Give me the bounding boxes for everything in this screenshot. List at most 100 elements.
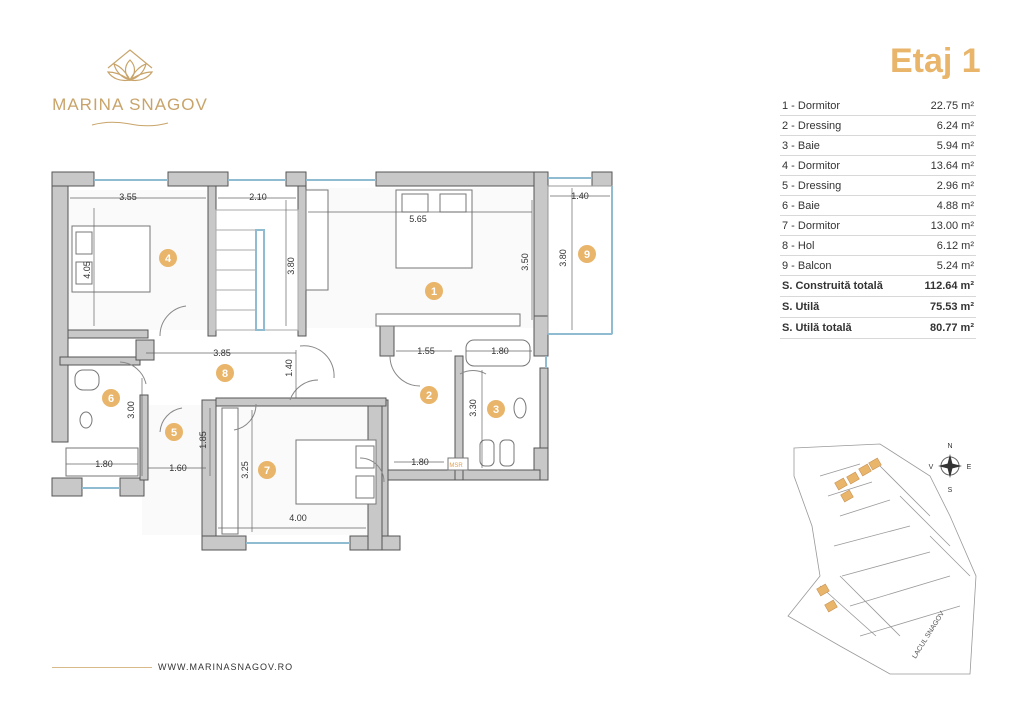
legend-room-area: 4.88 m² [936, 200, 974, 212]
room-marker-3: 3 [487, 400, 505, 418]
room-marker-circle [425, 282, 443, 300]
room-marker-1: 1 [425, 282, 443, 300]
lotus-logo-icon [106, 49, 154, 82]
room-marker-label: 7 [264, 465, 270, 477]
dim-3-80-balcony: 3.80 [558, 249, 568, 267]
legend-row: 3 - Baie 5.94 m² [780, 136, 976, 156]
legend-room-area: 22.75 m² [930, 100, 974, 112]
legend-room-area: 13.64 m² [930, 160, 974, 172]
room-marker-circle [159, 249, 177, 267]
legend-row: 9 - Balcon 5.24 m² [780, 256, 976, 276]
legend-row: 1 - Dormitor 22.75 m² [780, 96, 976, 116]
furniture [65, 189, 531, 535]
legend-row: 5 - Dressing 2.96 m² [780, 176, 976, 196]
room-marker-circle [420, 386, 438, 404]
legend-row: 4 - Dormitor 13.64 m² [780, 156, 976, 176]
walls [51, 171, 613, 551]
legend-total-area: 112.64 m² [924, 280, 974, 292]
room-marker-label: 8 [222, 368, 228, 380]
legend-row: 2 - Dressing 6.24 m² [780, 116, 976, 136]
dim-1-55: 1.55 [417, 346, 435, 356]
legend-total-row: S. Utilă totală 80.77 m² [780, 318, 976, 339]
compass-south: S [948, 487, 953, 494]
staircase [215, 209, 299, 331]
legend-room-label: 5 - Dressing [782, 180, 842, 192]
room-marker-label: 3 [493, 404, 499, 416]
room-marker-6: 6 [102, 389, 120, 407]
room-marker-4: 4 [159, 249, 177, 267]
room-marker-label: 9 [584, 249, 590, 261]
dim-3-55: 3.55 [119, 192, 137, 202]
dim-2-10: 2.10 [249, 192, 267, 202]
dim-1-40-hall: 1.40 [284, 359, 294, 377]
legend-total-label: S. Utilă totală [782, 322, 852, 334]
dim-4-05: 4.05 [82, 261, 92, 279]
legend-room-label: 4 - Dormitor [782, 160, 841, 172]
room-marker-circle [216, 364, 234, 382]
legend-room-area: 13.00 m² [930, 220, 974, 232]
room-marker-circle [165, 423, 183, 441]
legend-room-area: 5.24 m² [936, 260, 974, 272]
dimension-labels: 3.55 2.10 5.65 1.40 4.05 3.80 3.50 3.80 … [82, 191, 589, 523]
room-marker-circle [258, 461, 276, 479]
dim-3-80-stairs: 3.80 [286, 257, 296, 275]
dim-3-30: 3.30 [468, 399, 478, 417]
dim-5-65: 5.65 [409, 214, 427, 224]
legend-row: 8 - Hol 6.12 m² [780, 236, 976, 256]
footer-divider [52, 667, 152, 668]
legend-row: 6 - Baie 4.88 m² [780, 196, 976, 216]
dim-1-60: 1.60 [169, 463, 187, 473]
room-marker-label: 4 [165, 253, 172, 265]
doors [119, 305, 487, 483]
dim-1-85: 1.85 [198, 431, 208, 449]
msr-label: MSR [449, 463, 463, 469]
room-marker-circle [487, 400, 505, 418]
logo-wave-icon [91, 121, 169, 127]
compass-north: N [947, 443, 952, 450]
room-marker-8: 8 [216, 364, 234, 382]
legend-room-label: 6 - Baie [782, 200, 820, 212]
legend-room-label: 9 - Balcon [782, 260, 832, 272]
dim-1-40-top: 1.40 [571, 191, 589, 201]
legend-row: 7 - Dormitor 13.00 m² [780, 216, 976, 236]
dim-1-80-bath: 1.80 [491, 346, 509, 356]
legend-room-label: 1 - Dormitor [782, 100, 841, 112]
legend-total-label: S. Utilă [782, 301, 820, 313]
area-legend: 1 - Dormitor 22.75 m² 2 - Dressing 6.24 m² 3… [780, 96, 976, 339]
compass-icon [938, 454, 962, 478]
room-marker-7: 7 [258, 461, 276, 479]
legend-room-label: 2 - Dressing [782, 120, 842, 132]
legend-total-area: 80.77 m² [929, 322, 974, 334]
dim-3-50: 3.50 [520, 253, 530, 271]
dim-1-80-left: 1.80 [95, 459, 113, 469]
room-marker-label: 1 [431, 286, 437, 298]
compass-east: E [967, 464, 972, 471]
legend-room-label: 8 - Hol [782, 240, 815, 252]
room-marker-label: 5 [171, 427, 177, 439]
dim-1-80-dressing: 1.80 [411, 457, 429, 467]
room-markers: 1 2 3 4 5 6 7 8 9 [102, 245, 596, 479]
balcony [547, 185, 613, 335]
room-marker-circle [102, 389, 120, 407]
dim-3-00: 3.00 [126, 401, 136, 419]
legend-room-area: 2.96 m² [936, 180, 974, 192]
website-link[interactable]: WWW.MARINASNAGOV.RO [158, 662, 294, 672]
brand-name: MARINA SNAGOV [52, 95, 208, 114]
brand-logo: MARINA SNAGOV [50, 48, 210, 133]
legend-room-area: 6.12 m² [936, 240, 974, 252]
legend-room-label: 3 - Baie [782, 140, 820, 152]
windows [82, 177, 592, 544]
legend-room-label: 7 - Dormitor [782, 220, 841, 232]
lake-label: LACUL SNAGOV [911, 610, 946, 660]
compass-west: V [929, 464, 934, 471]
dim-3-85: 3.85 [213, 348, 231, 358]
dim-4-00: 4.00 [289, 513, 307, 523]
legend-room-area: 6.24 m² [936, 120, 974, 132]
room-marker-label: 6 [108, 393, 114, 405]
legend-room-area: 5.94 m² [936, 140, 974, 152]
legend-total-row: S. Utilă 75.53 m² [780, 297, 976, 318]
room-marker-label: 2 [426, 390, 432, 402]
dim-3-25: 3.25 [240, 461, 250, 479]
legend-total-area: 75.53 m² [929, 301, 974, 313]
